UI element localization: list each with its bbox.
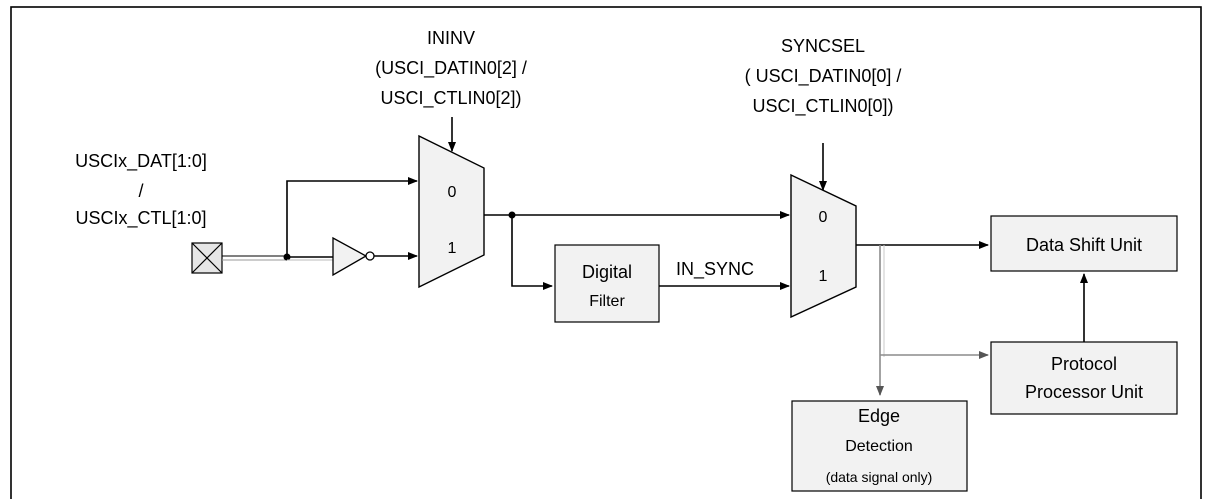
mux-1-input-0-label: 0 [448, 184, 457, 201]
data-shift-unit-label: Data Shift Unit [1026, 235, 1142, 255]
digital-filter-block [554, 244, 660, 323]
syncsel-register-line-2: USCI_CTLIN0[0]) [752, 96, 893, 117]
digital-filter-label-line-2: Filter [589, 293, 625, 310]
edge-detection-label-line-1: Edge [858, 406, 900, 426]
mux-2-input-0-label: 0 [819, 209, 828, 226]
diagram-frame [10, 6, 1202, 499]
wire-to-digital-filter [511, 215, 553, 290]
protocol-processor-label-line-1: Protocol [1051, 354, 1117, 374]
input-pin-label-line-2: USCIx_CTL[1:0] [75, 208, 206, 229]
protocol-processor-unit-block [990, 341, 1178, 415]
in-sync-label: IN_SYNC [676, 259, 754, 280]
edge-detection-label-line-3: (data signal only) [826, 469, 933, 485]
pad-wire [222, 255, 287, 261]
digital-filter-label-line-1: Digital [582, 262, 632, 282]
syncsel-title: SYNCSEL [781, 36, 865, 56]
edge-detection-block [791, 400, 968, 492]
input-pin-label-line-1: USCIx_DAT[1:0] [75, 151, 207, 172]
input-pin-pad [191, 242, 223, 274]
protocol-processor-label-line-2: Processor Unit [1025, 382, 1143, 402]
edge-detection-label-line-2: Detection [845, 438, 913, 455]
mux-2 [790, 173, 857, 319]
data-shift-unit-block [990, 215, 1178, 272]
mux-2-input-1-label: 1 [819, 268, 828, 285]
ininv-register-line-2: USCI_CTLIN0[2]) [380, 88, 521, 109]
wire-to-mux1-input-0 [286, 177, 418, 257]
syncsel-register-line-1: ( USCI_DATIN0[0] / [745, 66, 902, 87]
mux-1-input-1-label: 1 [448, 240, 457, 257]
ininv-register-line-1: (USCI_DATIN0[2] / [375, 58, 527, 79]
inverter-gate [332, 236, 375, 277]
ininv-title: ININV [427, 28, 475, 48]
input-pin-label-separator: / [138, 181, 143, 201]
mux-1 [418, 134, 485, 289]
